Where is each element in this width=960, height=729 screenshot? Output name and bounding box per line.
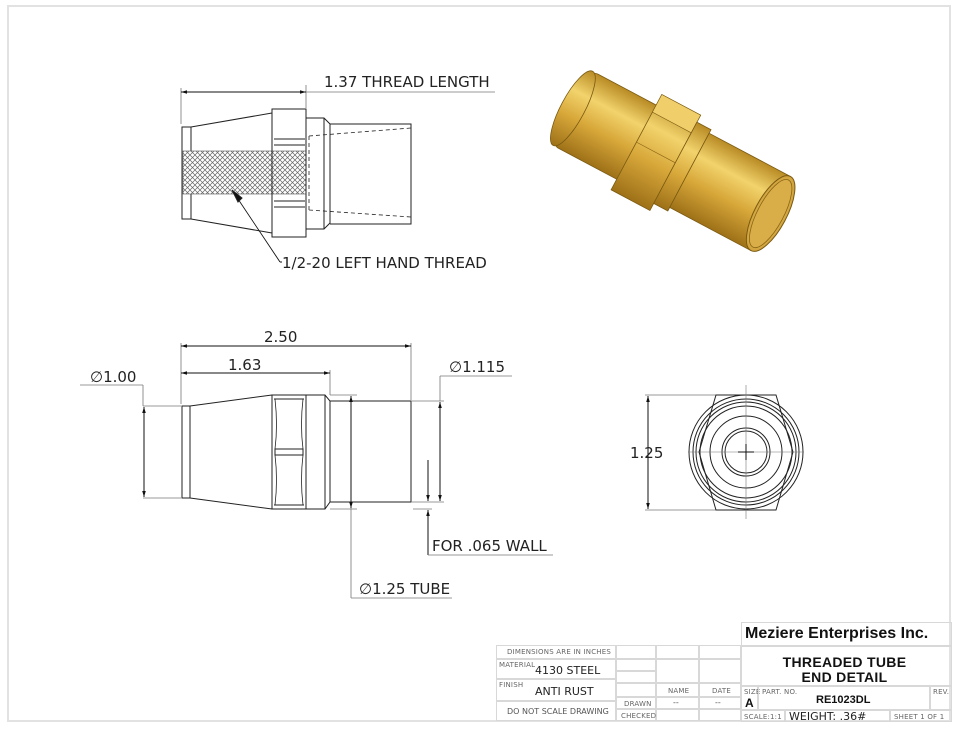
tube-callout: ∅1.25 TUBE (359, 580, 450, 598)
across-flats-dimension: 1.25 (630, 444, 663, 462)
blank-cell (699, 659, 741, 683)
size-cell: SIZE A (741, 686, 761, 710)
drawn-date-cell: -- (699, 697, 741, 709)
side-view (80, 343, 553, 599)
size-value: A (745, 696, 754, 710)
blank-cell (616, 683, 656, 697)
size-label: SIZE (744, 688, 761, 696)
material-label: MATERIAL (499, 661, 536, 669)
drawn-name: -- (673, 698, 679, 707)
part-number-label: PART. NO. (762, 688, 798, 696)
company-cell: Meziere Enterprises Inc. (741, 622, 952, 646)
drawn-label-cell: DRAWN (616, 697, 656, 709)
top-view (180, 85, 495, 263)
blank-cell (699, 645, 741, 659)
thread-callout: 1/2-20 LEFT HAND THREAD (282, 254, 487, 272)
date-header: DATE (712, 687, 732, 695)
rev-label: REV. (933, 688, 950, 696)
rev-cell: REV. (930, 686, 952, 710)
blank-cell (656, 645, 699, 659)
weight-cell: WEIGHT: .36# (785, 710, 890, 723)
finish-value: ANTI RUST (535, 685, 594, 698)
drawing-border (7, 5, 951, 722)
dimensions-note-cell: DIMENSIONS ARE IN INCHES (496, 645, 616, 659)
scale-note-cell: DO NOT SCALE DRAWING (496, 701, 616, 721)
part-number-value: RE1023DL (816, 694, 871, 706)
scale-label: SCALE:1:1 (744, 713, 782, 721)
blank-cell (616, 659, 656, 671)
tube-od-dimension: ∅1.115 (449, 358, 505, 376)
name-header-cell: NAME (656, 683, 699, 697)
sheet-cell: SHEET 1 OF 1 (890, 710, 952, 722)
blank-cell (656, 659, 699, 683)
dimensions-note: DIMENSIONS ARE IN INCHES (507, 648, 612, 656)
blank-cell (616, 645, 656, 659)
drawing-title-line1: THREADED TUBE (782, 654, 907, 670)
blank-cell (699, 709, 741, 721)
blank-cell (656, 709, 699, 721)
collar-position-dimension: 1.63 (228, 356, 261, 374)
end-view (645, 385, 804, 519)
blank-cell (616, 671, 656, 683)
thread-length-dimension: 1.37 THREAD LENGTH (324, 73, 490, 91)
finish-label: FINISH (499, 681, 524, 689)
drawn-name-cell: -- (656, 697, 699, 709)
drawing-title-cell: THREADED TUBE END DETAIL (741, 646, 952, 686)
material-value: 4130 STEEL (535, 664, 601, 677)
scale-note: DO NOT SCALE DRAWING (507, 707, 609, 716)
sheet-value: SHEET 1 OF 1 (894, 713, 945, 721)
drawing-title-line2: END DETAIL (801, 669, 888, 685)
overall-length-dimension: 2.50 (264, 328, 297, 346)
drawn-label: DRAWN (624, 700, 652, 708)
part-number-cell: PART. NO. RE1023DL (758, 686, 930, 710)
isometric-view (550, 70, 796, 252)
finish-cell: FINISH ANTI RUST (496, 679, 616, 701)
company-name: Meziere Enterprises Inc. (745, 625, 929, 642)
scale-cell: SCALE:1:1 (741, 710, 785, 722)
name-header: NAME (668, 687, 690, 695)
material-cell: MATERIAL 4130 STEEL (496, 659, 616, 679)
date-header-cell: DATE (699, 683, 741, 697)
checked-label-cell: CHECKED (616, 709, 656, 721)
drawn-date: -- (715, 698, 721, 707)
end-diameter-dimension: ∅1.00 (90, 368, 136, 386)
checked-label: CHECKED (621, 712, 657, 720)
wall-callout: FOR .065 WALL (432, 537, 547, 555)
weight-value: WEIGHT: .36# (789, 710, 867, 723)
